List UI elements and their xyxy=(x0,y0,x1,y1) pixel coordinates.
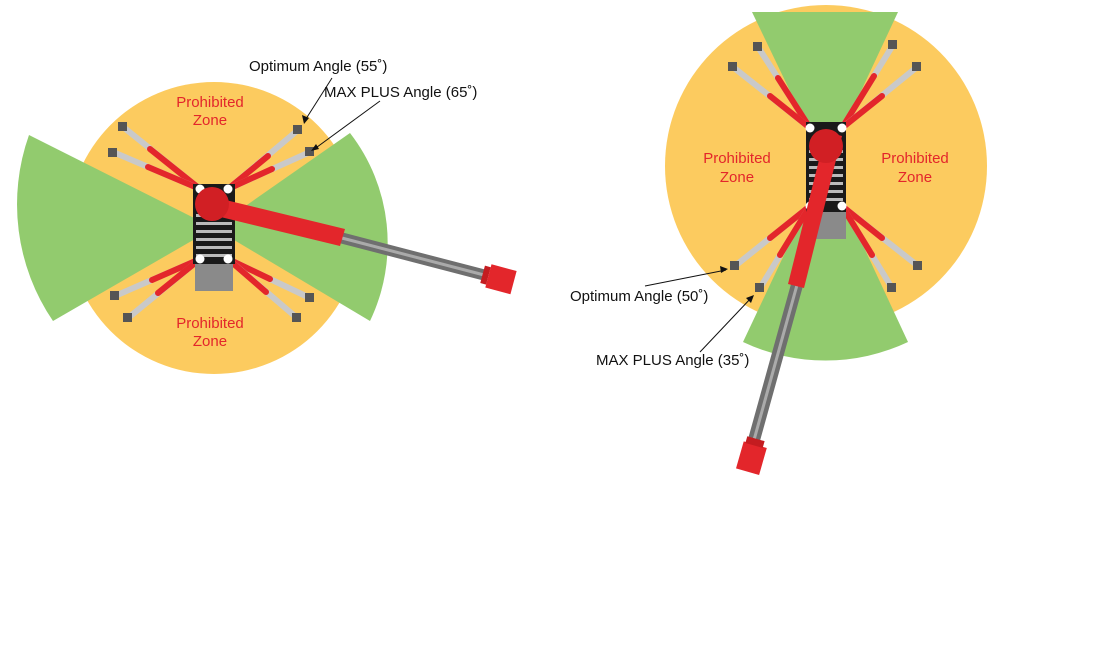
left-optimum-angle-label: Optimum Angle (55˚) xyxy=(249,58,387,75)
outrigger-arm xyxy=(728,62,813,131)
right-zone-east-line2: Zone xyxy=(898,169,932,186)
outrigger-arm xyxy=(755,203,813,292)
outrigger-arm xyxy=(839,203,896,292)
right-boom xyxy=(736,129,843,475)
left-zone-top-line1: Prohibited xyxy=(176,94,244,111)
right-callouts: Optimum Angle (50˚) MAX PLUS Angle (35˚) xyxy=(570,266,754,369)
outrigger-arm xyxy=(123,256,203,322)
left-boom xyxy=(195,187,517,295)
right-boom-tip xyxy=(736,436,767,475)
outrigger-arm xyxy=(108,148,203,192)
left-diagram: Prohibited Zone Prohibited Zone Optimum … xyxy=(17,58,517,374)
right-allowed-zone-north xyxy=(752,12,898,166)
left-callouts: Optimum Angle (55˚) MAX PLUS Angle (65˚) xyxy=(249,58,477,151)
left-outriggers xyxy=(108,122,314,322)
left-zone-bottom-line1: Prohibited xyxy=(176,315,244,332)
right-optimum-angle-label: Optimum Angle (50˚) xyxy=(570,288,708,305)
outrigger-arm xyxy=(839,62,921,131)
left-zone-bottom-line2: Zone xyxy=(193,333,227,350)
right-outriggers xyxy=(728,40,922,292)
outrigger-arm xyxy=(839,40,897,131)
right-zone-west-line1: Prohibited xyxy=(703,150,771,167)
left-zone-top-line2: Zone xyxy=(193,112,227,129)
right-zone-east-line1: Prohibited xyxy=(881,150,949,167)
left-crane-base xyxy=(193,184,235,291)
left-boom-tip xyxy=(480,264,517,295)
left-counterweight xyxy=(195,264,233,291)
right-zone-west-line2: Zone xyxy=(720,169,754,186)
left-allowed-zone-west xyxy=(17,135,214,321)
right-diagram: Prohibited Zone Prohibited Zone Optimum … xyxy=(570,5,987,475)
outrigger-arm xyxy=(225,256,301,322)
outrigger-arm xyxy=(753,42,813,131)
right-max-plus-angle-label: MAX PLUS Angle (35˚) xyxy=(596,352,749,369)
left-max-plus-angle-label: MAX PLUS Angle (65˚) xyxy=(324,84,477,101)
outrigger-arm xyxy=(225,147,314,192)
